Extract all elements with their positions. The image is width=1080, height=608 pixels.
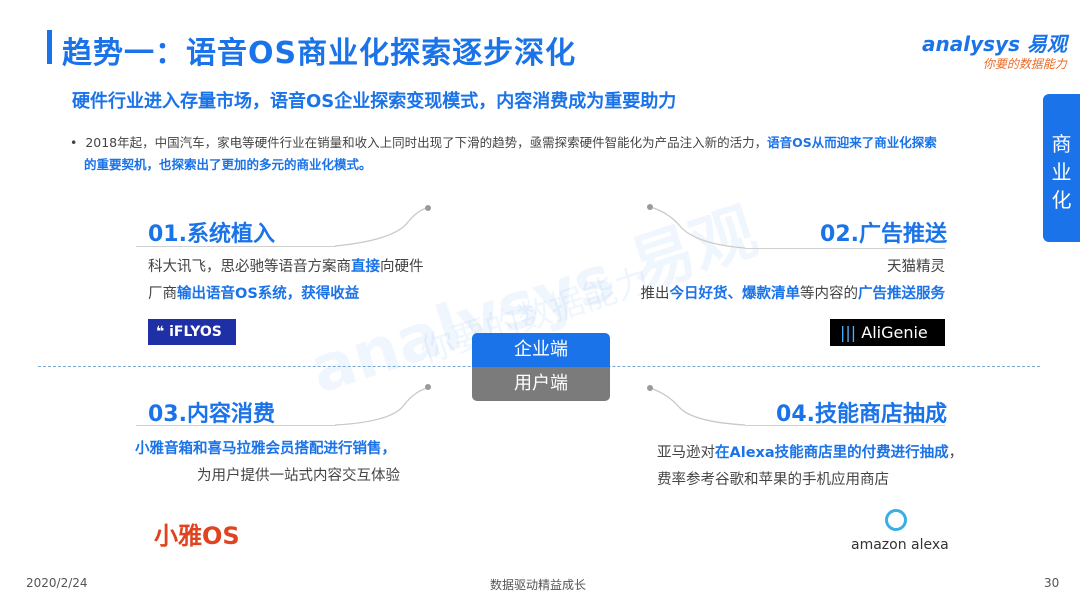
connector-dot-q2 [647, 204, 653, 210]
footer-slogan: 数据驱动精益成长 [490, 578, 587, 592]
connector-dot-q3 [425, 384, 431, 390]
bullet-text: 2018年起，中国汽车，家电等硬件行业在销量和收入上同时出现了下滑的趋势，亟需探… [85, 135, 768, 150]
side-tab-char: 业 [1051, 160, 1072, 184]
aligenie-logo: ||| AliGenie [830, 319, 945, 346]
q2-text: 等内容的 [800, 286, 858, 302]
q4-highlight: 在Alexa技能商店里的付费进行抽成 [715, 445, 949, 461]
q4-description: 亚马逊对在Alexa技能商店里的付费进行抽成， 费率参考谷歌和苹果的手机应用商店 [657, 440, 963, 494]
side-tab-char: 化 [1051, 188, 1072, 212]
alexa-logo-text: amazon alexa [851, 537, 949, 553]
bullet-highlight: 的重要契机，也探索出了更加的多元的商业化模式。 [84, 157, 372, 172]
q1-highlight: 输出语音OS系统，获得收益 [177, 286, 360, 302]
q4-rule [745, 425, 945, 426]
enterprise-side-label: 企业端 [472, 333, 610, 367]
title-accent-bar [47, 30, 52, 64]
sound-wave-icon: ||| [840, 323, 857, 342]
intro-bullet: • 2018年起，中国汽车，家电等硬件行业在销量和收入上同时出现了下滑的趋势，亟… [70, 132, 1030, 176]
brand-slogan: 你要的数据能力 [982, 57, 1067, 71]
page-number: 30 [1044, 576, 1060, 590]
footer-date: 2020/2/24 [26, 576, 88, 590]
q3-description: 小雅音箱和喜马拉雅会员搭配进行销售， 为用户提供一站式内容交互体验 [135, 436, 400, 490]
q1-title: 01.系统植入 [148, 222, 275, 247]
q1-text: 厂商 [148, 286, 177, 302]
page-subtitle: 硬件行业进入存量市场，语音OS企业探索变现模式，内容消费成为重要助力 [72, 91, 677, 112]
connector-q2 [649, 206, 746, 249]
q2-text: 天猫精灵 [887, 259, 945, 275]
q3-text: 为用户提供一站式内容交互体验 [197, 468, 400, 484]
iflyos-logo-text: iFLYOS [169, 324, 222, 340]
brand-name: analysys 易观 [922, 32, 1067, 56]
q4-text: 费率参考谷歌和苹果的手机应用商店 [657, 472, 889, 488]
q2-text: 推出 [640, 286, 670, 302]
user-side-label: 用户端 [472, 367, 610, 401]
q3-highlight: 小雅音箱和喜马拉雅会员搭配进行销售， [135, 441, 396, 457]
page-title: 趋势一：语音OS商业化探索逐步深化 [62, 36, 577, 71]
quote-icon: ❝ [156, 324, 170, 340]
xiaoya-logo: 小雅OS [154, 522, 240, 550]
q4-text: ， [948, 445, 964, 461]
connector-q3 [334, 387, 428, 426]
q2-highlight: 今日好货、爆款清单 [669, 286, 801, 302]
q4-text: 亚马逊对 [657, 445, 715, 461]
alexa-ring-icon [885, 509, 907, 531]
side-tab-char: 商 [1051, 132, 1072, 156]
q2-title: 02.广告推送 [820, 222, 947, 247]
q1-highlight: 直接 [351, 259, 380, 275]
connector-dot-q1 [425, 205, 431, 211]
q2-rule [745, 248, 945, 249]
side-tab-commercialization[interactable]: 商 业 化 [1043, 94, 1080, 242]
q2-highlight: 广告推送服务 [858, 286, 945, 302]
connector-dot-q4 [647, 385, 653, 391]
bullet-dot-icon: • [70, 135, 86, 150]
connector-q4 [649, 387, 746, 426]
q2-description: 天猫精灵 推出今日好货、爆款清单等内容的广告推送服务 [641, 254, 946, 308]
q4-title: 04.技能商店抽成 [776, 402, 947, 427]
aligenie-logo-text: AliGenie [861, 323, 928, 342]
q1-text: 科大讯飞，思必驰等语音方案商 [148, 259, 351, 275]
q3-rule [136, 425, 336, 426]
q1-rule [136, 246, 336, 247]
iflyos-logo: ❝ iFLYOS [148, 319, 236, 345]
q1-description: 科大讯飞，思必驰等语音方案商直接向硬件 厂商输出语音OS系统，获得收益 [148, 254, 424, 308]
connector-q1 [334, 207, 428, 247]
bullet-highlight: 语音OS从而迎来了商业化探索 [767, 135, 937, 150]
q3-title: 03.内容消费 [148, 402, 275, 427]
brand-logo: analysys 易观 你要的数据能力 [922, 28, 1067, 72]
q1-text: 向硬件 [380, 259, 424, 275]
